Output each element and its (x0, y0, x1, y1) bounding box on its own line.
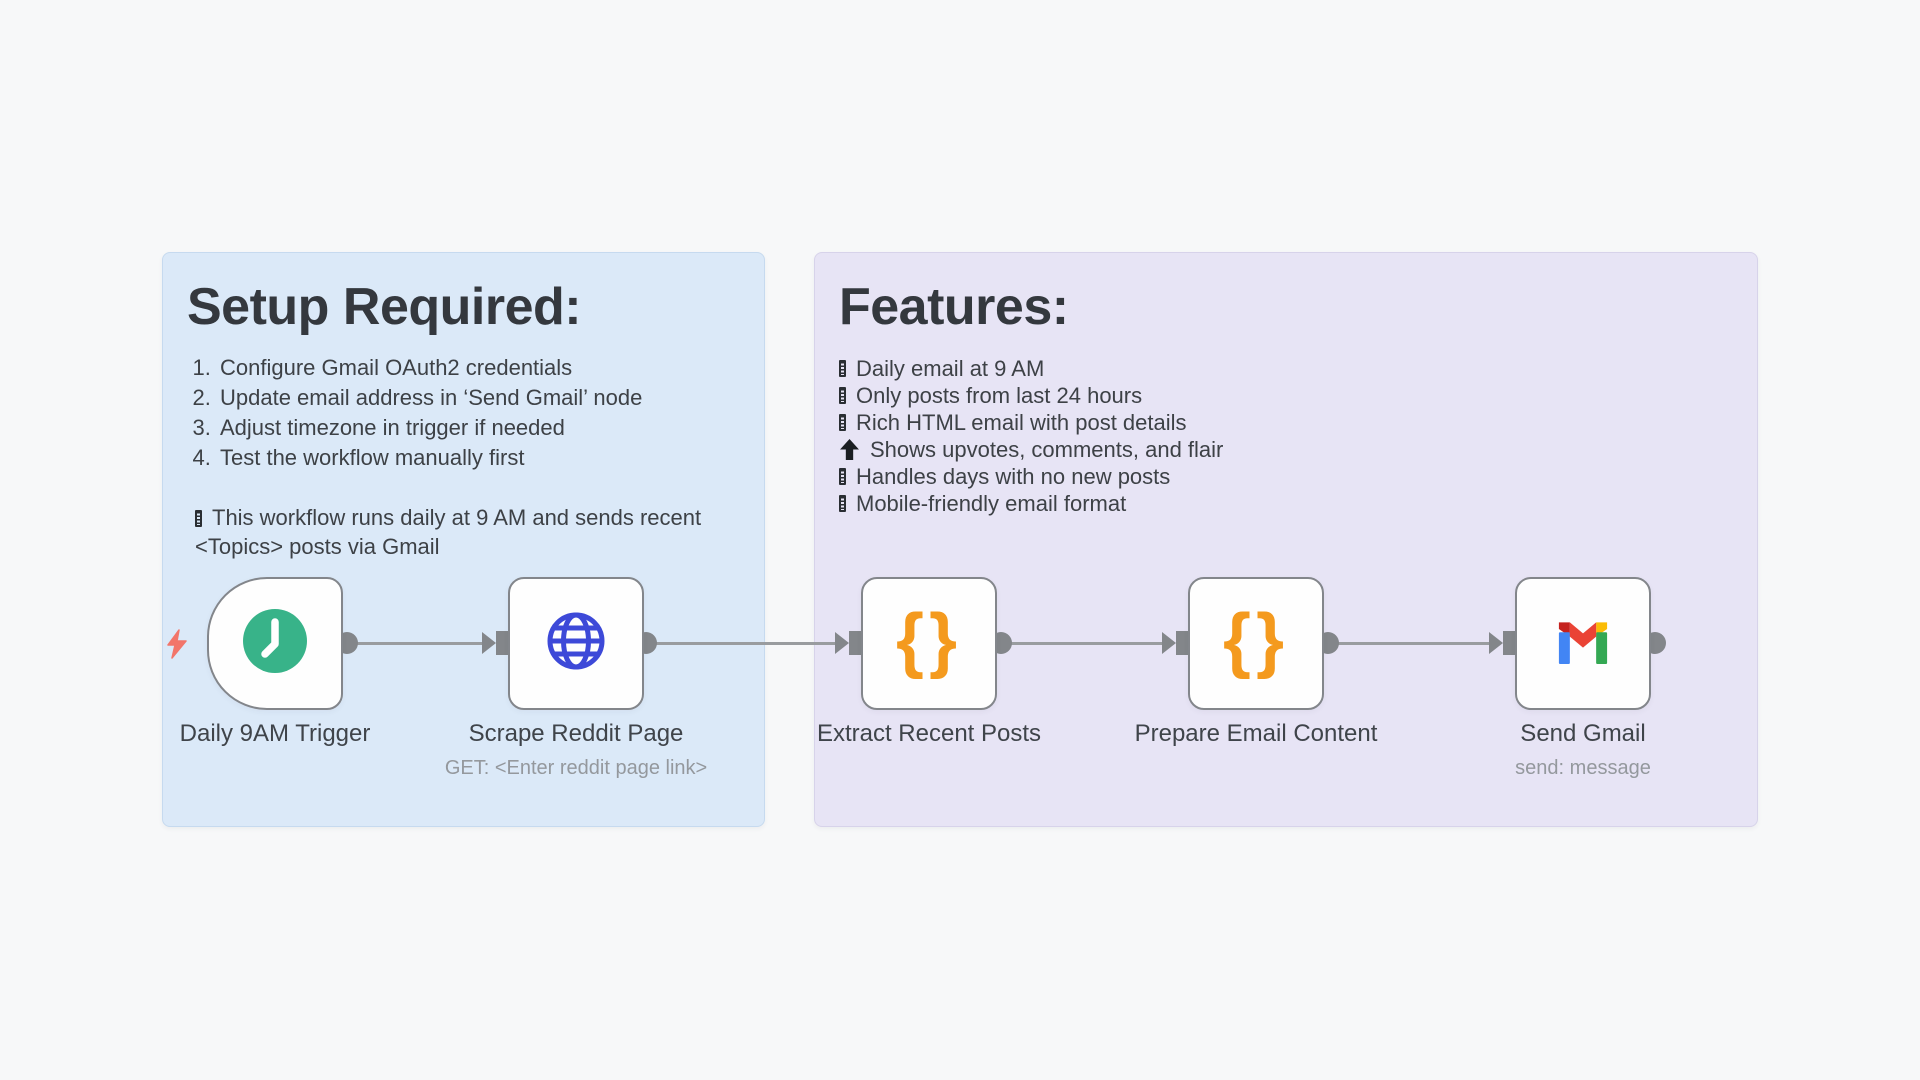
node-subtitle: send: message (1515, 757, 1651, 779)
setup-step: Configure Gmail OAuth2 credentials (217, 353, 740, 383)
node-label: Daily 9AM Trigger (179, 720, 371, 747)
tofu-box-icon (839, 468, 846, 485)
globe-icon (546, 611, 606, 676)
node-label: Send Gmail (1520, 720, 1646, 747)
tofu-box-icon (839, 495, 846, 512)
feature-text: Shows upvotes, comments, and flair (870, 437, 1224, 462)
tofu-box-icon (839, 414, 846, 431)
node-send-gmail[interactable] (1515, 577, 1651, 710)
feature-item: Daily email at 9 AM (839, 355, 1733, 382)
connection-wire (1001, 642, 1164, 645)
node-subtitle: GET: <Enter reddit page link> (444, 757, 708, 779)
sticky-note-features[interactable]: Features: Daily email at 9 AM Only posts… (814, 252, 1758, 827)
feature-text: Only posts from last 24 hours (856, 383, 1143, 408)
node-label: Extract Recent Posts (816, 720, 1042, 747)
node-extract-recent-posts[interactable]: {} (861, 577, 997, 710)
node-prepare-email-content[interactable]: {} (1188, 577, 1324, 710)
feature-item: Rich HTML email with post details (839, 409, 1733, 436)
gmail-icon (1554, 618, 1612, 669)
feature-text: Rich HTML email with post details (856, 410, 1187, 435)
feature-text: Daily email at 9 AM (856, 356, 1045, 381)
input-connector-icon (1489, 629, 1516, 662)
node-daily-9am-trigger[interactable] (207, 577, 343, 710)
node-scrape-reddit-page[interactable] (508, 577, 644, 710)
sticky-note-title: Features: (839, 278, 1069, 336)
input-connector-icon (835, 629, 862, 662)
code-braces-icon: {} (895, 599, 963, 680)
setup-note-paragraph: This workflow runs daily at 9 AM and sen… (187, 503, 735, 561)
node-label: Prepare Email Content (1134, 720, 1378, 747)
setup-steps-list: Configure Gmail OAuth2 credentials Updat… (187, 353, 740, 473)
code-braces-icon: {} (1222, 599, 1290, 680)
sticky-note-title: Setup Required: (187, 278, 582, 336)
tofu-box-icon (839, 360, 846, 377)
setup-step: Update email address in ‘Send Gmail’ nod… (217, 383, 740, 413)
feature-text: Handles days with no new posts (856, 464, 1171, 489)
trigger-bolt-icon (164, 629, 190, 664)
tofu-box-icon (839, 387, 846, 404)
setup-step: Test the workflow manually first (217, 443, 740, 473)
connection-wire (347, 642, 484, 645)
node-label: Scrape Reddit Page (468, 720, 684, 747)
connection-wire (1328, 642, 1491, 645)
sticky-note-setup-required[interactable]: Setup Required: Configure Gmail OAuth2 c… (162, 252, 765, 827)
connection-wire (646, 642, 837, 645)
feature-item: Handles days with no new posts (839, 463, 1733, 490)
arrow-up-icon (839, 439, 860, 460)
setup-note-text: This workflow runs daily at 9 AM and sen… (195, 505, 702, 559)
feature-item: Only posts from last 24 hours (839, 382, 1733, 409)
feature-item: Mobile-friendly email format (839, 490, 1733, 517)
setup-step: Adjust timezone in trigger if needed (217, 413, 740, 443)
clock-icon (242, 608, 308, 679)
input-connector-icon (482, 629, 509, 662)
feature-text: Mobile-friendly email format (856, 491, 1127, 516)
feature-item: Shows upvotes, comments, and flair (839, 436, 1733, 463)
input-connector-icon (1162, 629, 1189, 662)
features-list: Daily email at 9 AM Only posts from last… (839, 355, 1733, 517)
tofu-box-icon (195, 510, 202, 527)
